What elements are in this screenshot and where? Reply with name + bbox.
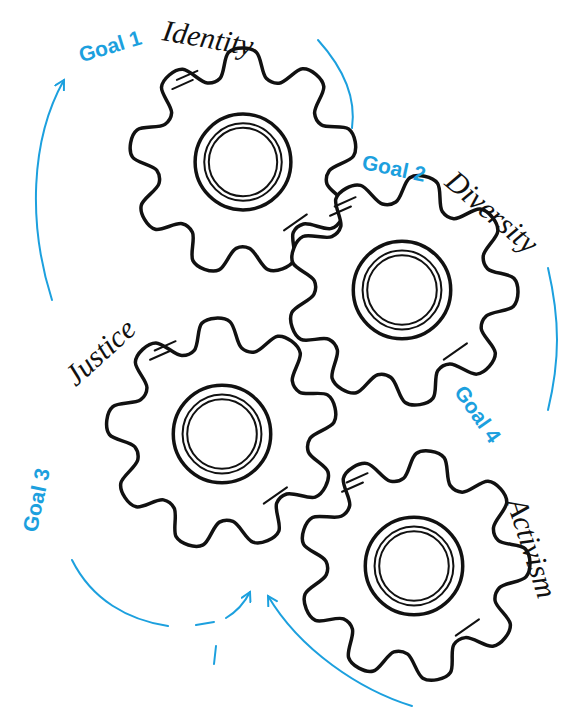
cycle-line: [548, 268, 557, 410]
gear-hub: [365, 517, 462, 614]
gear-hub: [379, 531, 449, 601]
goal-number: Goal 1: [76, 27, 144, 66]
cycle-arrow: [36, 80, 64, 300]
gear-highlight: [330, 206, 351, 215]
gear-highlight: [456, 619, 479, 635]
gear-node: Goal 2Diversity: [286, 174, 518, 406]
gear-hub: [183, 395, 262, 474]
gear-outline: [106, 318, 338, 550]
gear-node: Goal 3Justice: [106, 318, 338, 550]
gear-highlight: [172, 80, 193, 89]
gear-hub: [209, 128, 277, 196]
gear-node: Goal 4Activism: [298, 450, 530, 682]
goal-name: Identity: [160, 15, 255, 60]
gear-highlight: [444, 343, 467, 359]
gear-highlight: [155, 341, 176, 350]
gear-hub: [195, 114, 291, 210]
cycle-tick: [214, 646, 216, 664]
gear-hub: [204, 123, 282, 201]
goal-number: Goal 3: [19, 466, 53, 533]
gear-highlight: [335, 197, 356, 206]
goal-number: Goal 4: [451, 382, 505, 447]
gear-hub: [353, 241, 450, 338]
gear-highlight: [342, 482, 363, 491]
gear-highlight: [264, 487, 287, 503]
gear-hub: [173, 385, 270, 482]
gear-hub: [187, 399, 257, 469]
gear-teeth: [302, 451, 530, 680]
gear-hub: [375, 527, 454, 606]
cycle-dash: [196, 622, 214, 625]
gear-hub: [363, 251, 442, 330]
goal-number: Goal 2: [360, 151, 427, 185]
cycle-arrow: [226, 592, 250, 618]
gear-highlight: [177, 71, 198, 80]
gear-teeth: [107, 318, 336, 546]
gear-outline: [298, 450, 530, 682]
gear-highlight: [150, 350, 171, 359]
gear-highlight: [284, 214, 307, 230]
gear-hub: [367, 255, 437, 325]
cycle-line: [72, 560, 168, 626]
goal-name: Justice: [59, 313, 141, 391]
gear-highlight: [347, 473, 368, 482]
